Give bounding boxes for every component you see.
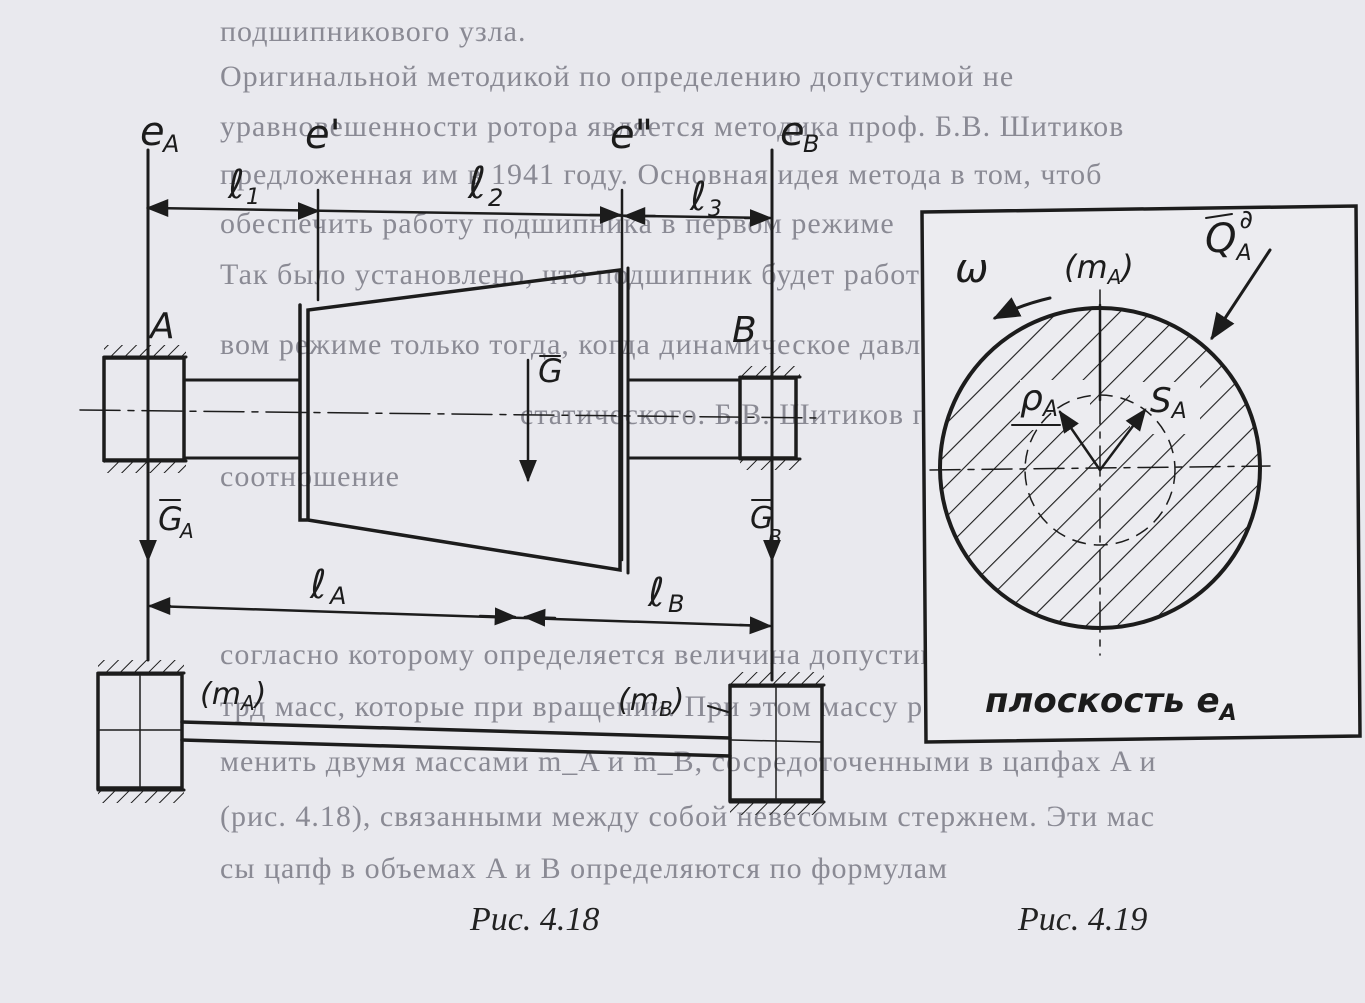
weightless-rod — [180, 720, 732, 740]
ground-hatch-icon — [740, 459, 800, 470]
label-l3: ℓ — [689, 174, 707, 220]
label-mA: (mA) — [200, 677, 266, 715]
label-eB: e — [780, 109, 805, 155]
text-line: предложенная им в 1941 году. Основная ид… — [220, 158, 1103, 191]
S-vector — [1098, 408, 1147, 472]
ground-hatch-icon — [730, 672, 824, 685]
label-e1: e' — [305, 112, 341, 158]
figure-4-18: e A e' e" e B ℓ 1 ℓ 2 ℓ 3 A B G G A G B … — [79, 109, 826, 938]
label-lB: ℓ — [647, 570, 665, 616]
text-line: обеспечить работу подшипника в первом ре… — [220, 207, 895, 240]
rho-vector — [1058, 410, 1102, 472]
arrow-icon — [478, 607, 518, 626]
label-mB: (mB) — [618, 683, 684, 721]
label-GB-sub: B — [768, 525, 782, 549]
text-line: согласно которому определяется величина … — [220, 638, 985, 671]
label-l3-sub: 3 — [708, 197, 722, 222]
label-eA-sub: A — [161, 130, 179, 158]
rotor-axis — [79, 409, 821, 419]
label-l2: ℓ — [467, 158, 486, 209]
label-l1: ℓ — [227, 162, 245, 208]
label-support-A: A — [148, 306, 175, 347]
ground-hatch-icon — [104, 461, 186, 473]
label-eB-sub: B — [803, 130, 819, 158]
ground-hatch-icon — [104, 345, 186, 357]
label-S: SA — [1150, 381, 1187, 424]
caption-fig-4-19: Рис. 4.19 — [1017, 901, 1147, 938]
label-rho: ρA — [1020, 378, 1058, 422]
rotation-arrow-icon — [992, 296, 1052, 320]
ground-hatch-icon — [98, 790, 184, 803]
dimension-line-top — [150, 206, 770, 220]
label-Q: QA∂ — [1205, 205, 1253, 266]
label-omega: ω — [955, 246, 989, 292]
label-GB: G — [750, 501, 773, 536]
rotor-body — [298, 268, 622, 573]
arrow-icon — [522, 608, 557, 627]
label-GA-sub: A — [178, 519, 194, 543]
figure-4-19: ω (mA) QA∂ ρA SA плоскость eA Рис. 4.19 — [920, 204, 1362, 938]
force-Q-arrow — [1210, 248, 1272, 341]
label-G: G — [538, 352, 563, 390]
label-l1-sub: 1 — [246, 185, 260, 210]
label-lB-sub: B — [668, 590, 684, 618]
label-e2: e" — [610, 112, 653, 158]
bearing-A — [102, 356, 186, 462]
label-GA: G — [158, 500, 183, 538]
text-line: (рис. 4.18), связанными между собой неве… — [220, 800, 1156, 833]
text-line: уравновешенности ротора является методик… — [220, 110, 1125, 143]
label-support-B: B — [732, 310, 757, 351]
label-plane-eA: плоскость eA — [985, 681, 1237, 726]
label-l2-sub: 2 — [488, 184, 503, 212]
text-line: сы цапф в объемах A и B определяются по … — [220, 852, 949, 885]
ground-hatch-icon — [98, 660, 184, 673]
label-mass-mA: (mA) — [1064, 248, 1134, 289]
caption-fig-4-18: Рис. 4.18 — [469, 901, 599, 938]
label-eA: e — [140, 109, 165, 155]
label-lA-sub: A — [328, 582, 346, 610]
text-line: подшипникового узла. — [220, 15, 527, 48]
ground-hatch-icon — [730, 802, 824, 815]
ground-hatch-icon — [740, 366, 800, 377]
text-line: менить двумя массами m_A и m_B, сосредот… — [220, 745, 1157, 778]
arrow-icon — [738, 616, 773, 635]
text-line: Так было установлено, что подшипник буде… — [220, 258, 1043, 291]
label-lA: ℓ — [309, 562, 327, 608]
text-line: Оригинальной методикой по определению до… — [220, 60, 1015, 93]
dimension-line-bottom — [150, 604, 770, 628]
